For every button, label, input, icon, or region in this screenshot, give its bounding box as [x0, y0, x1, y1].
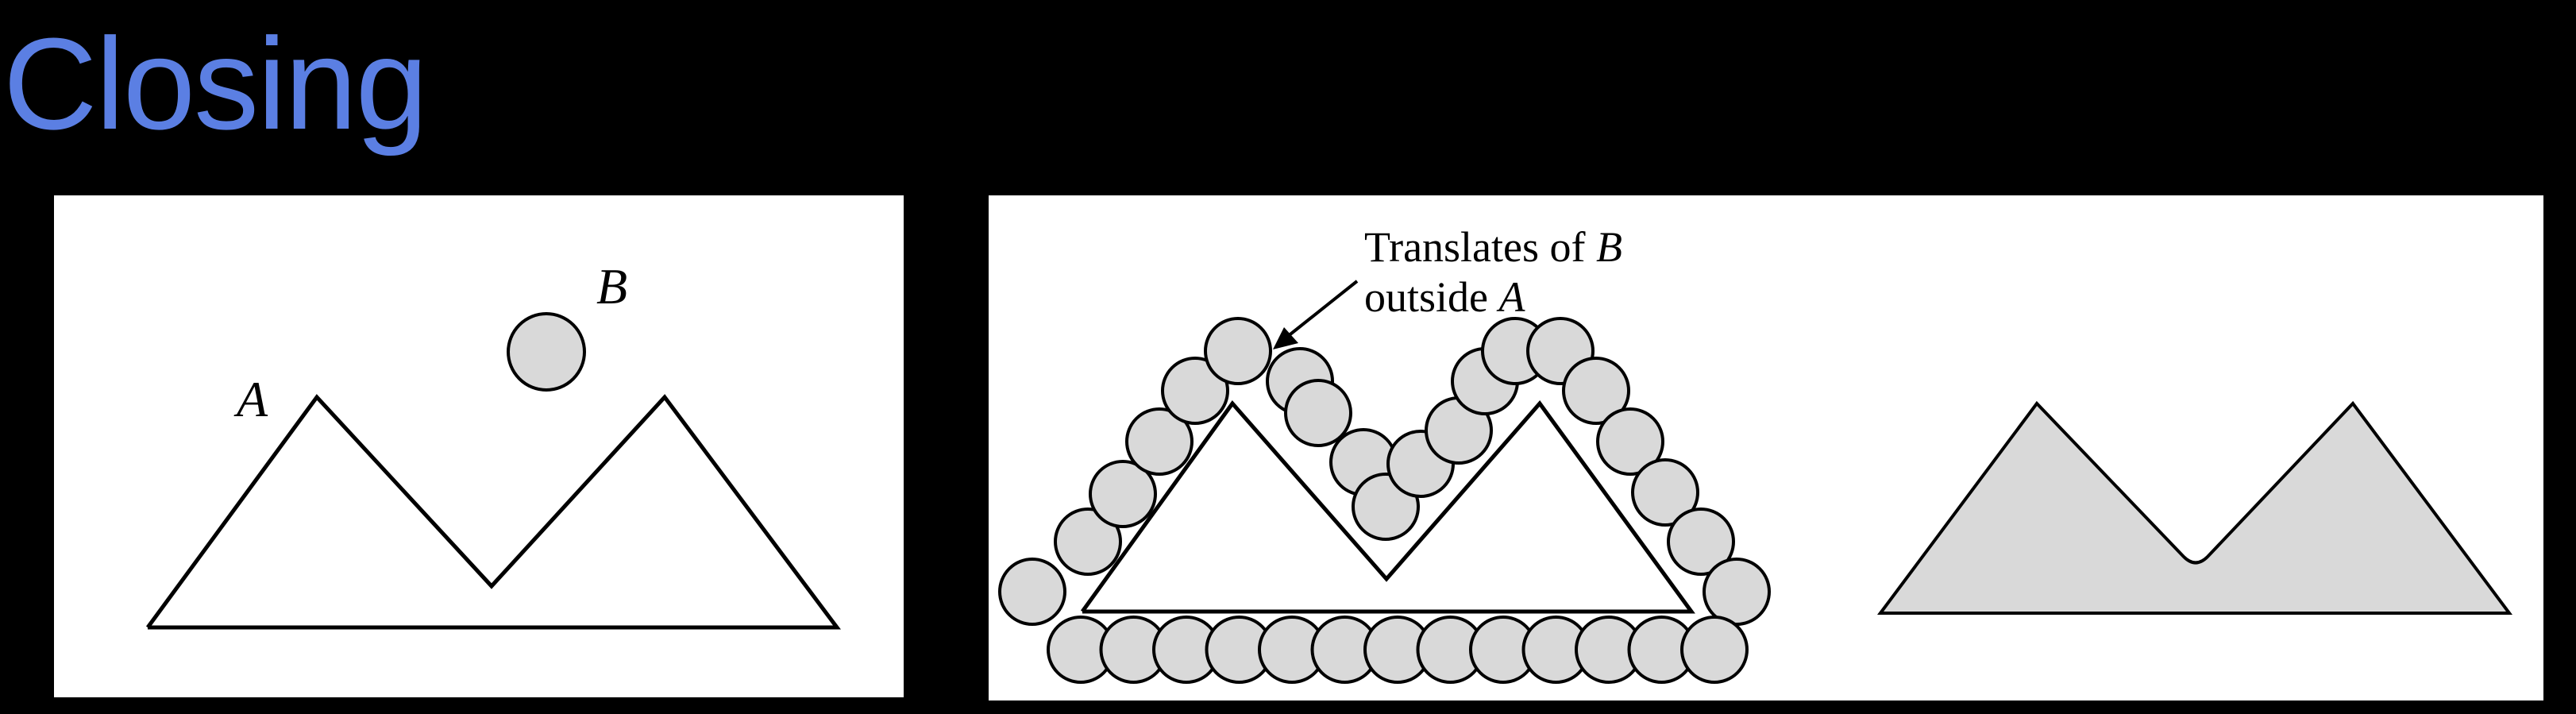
structuring-element-b — [507, 312, 586, 392]
translate-of-b-disk — [1596, 407, 1664, 476]
annotation-line-1: Translates of B — [1364, 223, 1622, 271]
label-a: A — [233, 371, 268, 427]
figure-closing-construction-and-result: Translates of B outside A — [989, 195, 2543, 700]
translate-of-b-disk — [1703, 558, 1771, 626]
translate-of-b-disk — [1562, 357, 1630, 425]
annotation-line-2: outside A — [1364, 273, 1526, 321]
annotation-arrow-head — [1273, 327, 1298, 349]
translate-of-b-disk — [1125, 407, 1194, 476]
translate-of-b-disk — [1680, 616, 1749, 684]
figure-set-a-and-element-b: A B — [54, 195, 904, 697]
annotation-arrow-shaft — [1286, 280, 1359, 338]
translate-of-b-disk — [1204, 317, 1272, 385]
translate-of-b-disk — [1667, 508, 1735, 576]
translates-of-b-group — [998, 317, 1771, 684]
translate-of-b-disk — [1089, 460, 1157, 528]
translate-of-b-disk — [1631, 458, 1699, 527]
label-b: B — [596, 258, 627, 315]
annotation-line-1-text: Translates of — [1364, 223, 1596, 271]
closing-result-shape — [1877, 400, 2512, 615]
translate-of-b-disk — [1161, 357, 1229, 425]
annotation-line-1-var: B — [1596, 223, 1622, 271]
figure-right-svg: Translates of B outside A — [998, 223, 2512, 684]
figure-left-svg: A B — [145, 258, 841, 630]
set-a-outline — [145, 394, 841, 630]
translate-of-b-disk — [1054, 508, 1122, 576]
set-a-outline-middle — [1080, 399, 1695, 614]
slide-title: Closing — [3, 11, 428, 156]
translate-of-b-disk — [1284, 379, 1352, 447]
annotation-line-2-var: A — [1497, 273, 1526, 321]
translate-of-b-disk — [998, 558, 1066, 626]
annotation-line-2-text: outside — [1364, 273, 1499, 321]
